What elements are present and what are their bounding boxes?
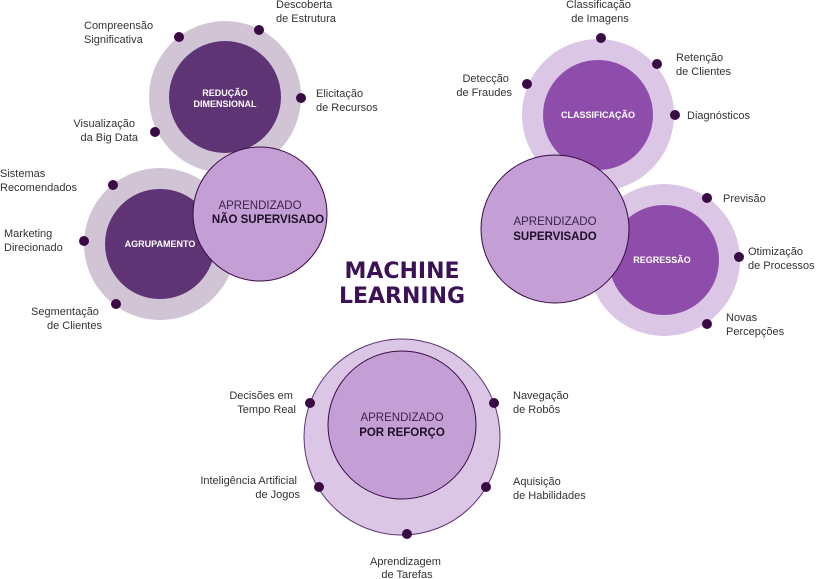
label-elicitacao: Elicitação de Recursos bbox=[316, 88, 378, 114]
dot bbox=[305, 398, 315, 408]
dot bbox=[79, 236, 89, 246]
dot bbox=[702, 193, 712, 203]
regression-label: REGRESSÃO bbox=[633, 255, 691, 265]
label-marketing: Marketing Direcionado bbox=[4, 228, 63, 254]
clustering-label: AGRUPAMENTO bbox=[125, 239, 196, 249]
dot bbox=[489, 398, 499, 408]
label-diagnosticos: Diagnósticos bbox=[687, 110, 750, 122]
supervised-hub-line2: SUPERVISADO bbox=[513, 231, 597, 243]
label-sistemas: Sistemas Recomendados bbox=[0, 168, 78, 194]
clustering-circle bbox=[105, 189, 215, 299]
dot bbox=[111, 299, 121, 309]
dot bbox=[702, 319, 712, 329]
label-retencao: Retenção de Clientes bbox=[676, 52, 732, 78]
reduction-dimensional-circle bbox=[169, 41, 281, 153]
dot bbox=[296, 93, 306, 103]
label-otimizacao: Otimização de Processos bbox=[748, 246, 815, 272]
unsupervised-hub-line2: NÃO SUPERVISADO bbox=[212, 213, 324, 226]
dot bbox=[481, 482, 491, 492]
label-segmentacao: Segmentação de Clientes bbox=[31, 306, 102, 332]
supervised-group: CLASSIFICAÇÃO REGRESSÃO APRENDIZADO SUPE… bbox=[456, 0, 815, 338]
reinforcement-group: APRENDIZADO POR REFORÇO Decisões em Temp… bbox=[200, 338, 586, 579]
label-inteligencia: Inteligência Artificial de Jogos bbox=[200, 475, 300, 501]
dot bbox=[596, 33, 606, 43]
label-aprendizagem: Aprendizagem de Tarefas bbox=[370, 556, 444, 579]
label-compreensao: Compreensão Significativa bbox=[84, 20, 156, 46]
dot bbox=[108, 180, 118, 190]
label-novas-percepcoes: Novas Percepções bbox=[726, 312, 785, 338]
reduction-label-line2: DIMENSIONAL bbox=[194, 99, 258, 109]
dot bbox=[254, 25, 264, 35]
supervised-hub-line1: APRENDIZADO bbox=[513, 216, 596, 228]
reinforcement-hub-circle bbox=[327, 350, 477, 500]
title-line1: MACHINE bbox=[344, 259, 459, 284]
label-aquisicao: Aquisição de Habilidades bbox=[513, 476, 586, 502]
dot bbox=[150, 127, 160, 137]
unsupervised-hub-circle bbox=[192, 146, 328, 282]
label-descoberta: Descoberta de Estrutura bbox=[276, 0, 337, 25]
dot bbox=[734, 252, 744, 262]
reduction-label-line1: REDUÇÃO bbox=[202, 88, 248, 98]
dot bbox=[314, 482, 324, 492]
unsupervised-hub-line1: APRENDIZADO bbox=[218, 200, 301, 212]
label-visualizacao: Visualização da Big Data bbox=[73, 118, 139, 144]
dot bbox=[652, 59, 662, 69]
classification-label: CLASSIFICAÇÃO bbox=[561, 110, 635, 120]
dot bbox=[522, 79, 532, 89]
label-deteccao: Detecção de Fraudes bbox=[456, 73, 512, 99]
label-previsao: Previsão bbox=[723, 193, 766, 205]
reinforcement-hub-line1: APRENDIZADO bbox=[360, 412, 443, 424]
title-line2: LEARNING bbox=[339, 284, 465, 309]
dot bbox=[174, 32, 184, 42]
label-decisoes: Decisões em Tempo Real bbox=[229, 390, 296, 416]
classification-circle bbox=[543, 60, 653, 170]
unsupervised-group: REDUÇÃO DIMENSIONAL AGRUPAMENTO APRENDIZ… bbox=[0, 0, 378, 332]
regression-circle bbox=[609, 205, 719, 315]
label-navegacao: Navegação de Robôs bbox=[513, 390, 572, 416]
dot bbox=[402, 529, 412, 539]
label-classificacao-imagens: Classificação de Imagens bbox=[566, 0, 634, 25]
dot bbox=[670, 110, 680, 120]
supervised-hub-circle bbox=[480, 154, 630, 304]
reinforcement-hub-line2: POR REFORÇO bbox=[359, 427, 445, 439]
